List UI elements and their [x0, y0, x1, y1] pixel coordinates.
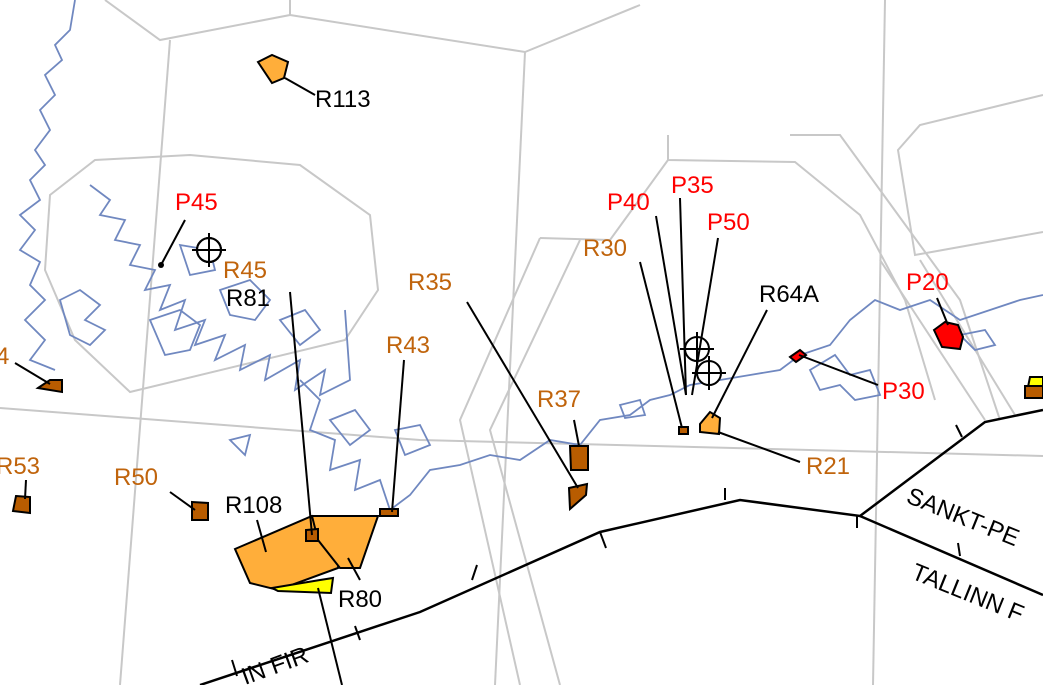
area-labels: R113 P45 R45 R81 R35 R43 R37 R30 P40 P35… [0, 86, 949, 613]
area-r21 [699, 410, 722, 436]
fir-label-helsinki: IN FIR [238, 642, 312, 685]
area-r35 [567, 482, 589, 512]
label-p40: P40 [607, 189, 650, 216]
label-r35: R35 [408, 269, 452, 296]
area-r37 [568, 445, 589, 471]
label-r45: R45 [223, 257, 267, 284]
area-r4 [35, 379, 63, 394]
label-r64a: R64A [759, 281, 819, 308]
navaid-icon [692, 356, 726, 390]
area-yellow-right [1026, 376, 1043, 388]
navaid-symbols [192, 233, 726, 390]
area-brown-right [1024, 385, 1043, 399]
label-r81: R81 [226, 285, 270, 312]
label-r21: R21 [806, 453, 850, 480]
area-r50 [191, 500, 209, 521]
label-r30: R30 [583, 235, 627, 262]
label-p35: P35 [671, 172, 714, 199]
label-r4: 4 [0, 343, 9, 370]
label-r50: R50 [114, 464, 158, 491]
label-r108: R108 [225, 492, 282, 519]
coastline [18, 0, 1043, 512]
airspace-areas [11, 53, 1043, 595]
label-r80: R80 [338, 586, 382, 613]
area-r113 [256, 53, 290, 85]
area-p30 [788, 348, 808, 364]
label-r37: R37 [537, 386, 581, 413]
fir-label-tallinn: TALLINN F [908, 559, 1028, 628]
label-r43: R43 [386, 332, 430, 359]
leader-lines [14, 77, 949, 685]
navaid-icon [192, 233, 226, 267]
label-p20: P20 [906, 269, 949, 296]
area-p20 [932, 320, 965, 351]
label-p50: P50 [707, 209, 750, 236]
label-p30: P30 [882, 378, 925, 405]
area-r53 [11, 494, 31, 515]
area-r30 [678, 426, 689, 435]
label-r113: R113 [315, 86, 371, 113]
area-r43 [379, 508, 399, 517]
label-p45: P45 [175, 189, 218, 216]
label-r53: R53 [0, 453, 40, 480]
